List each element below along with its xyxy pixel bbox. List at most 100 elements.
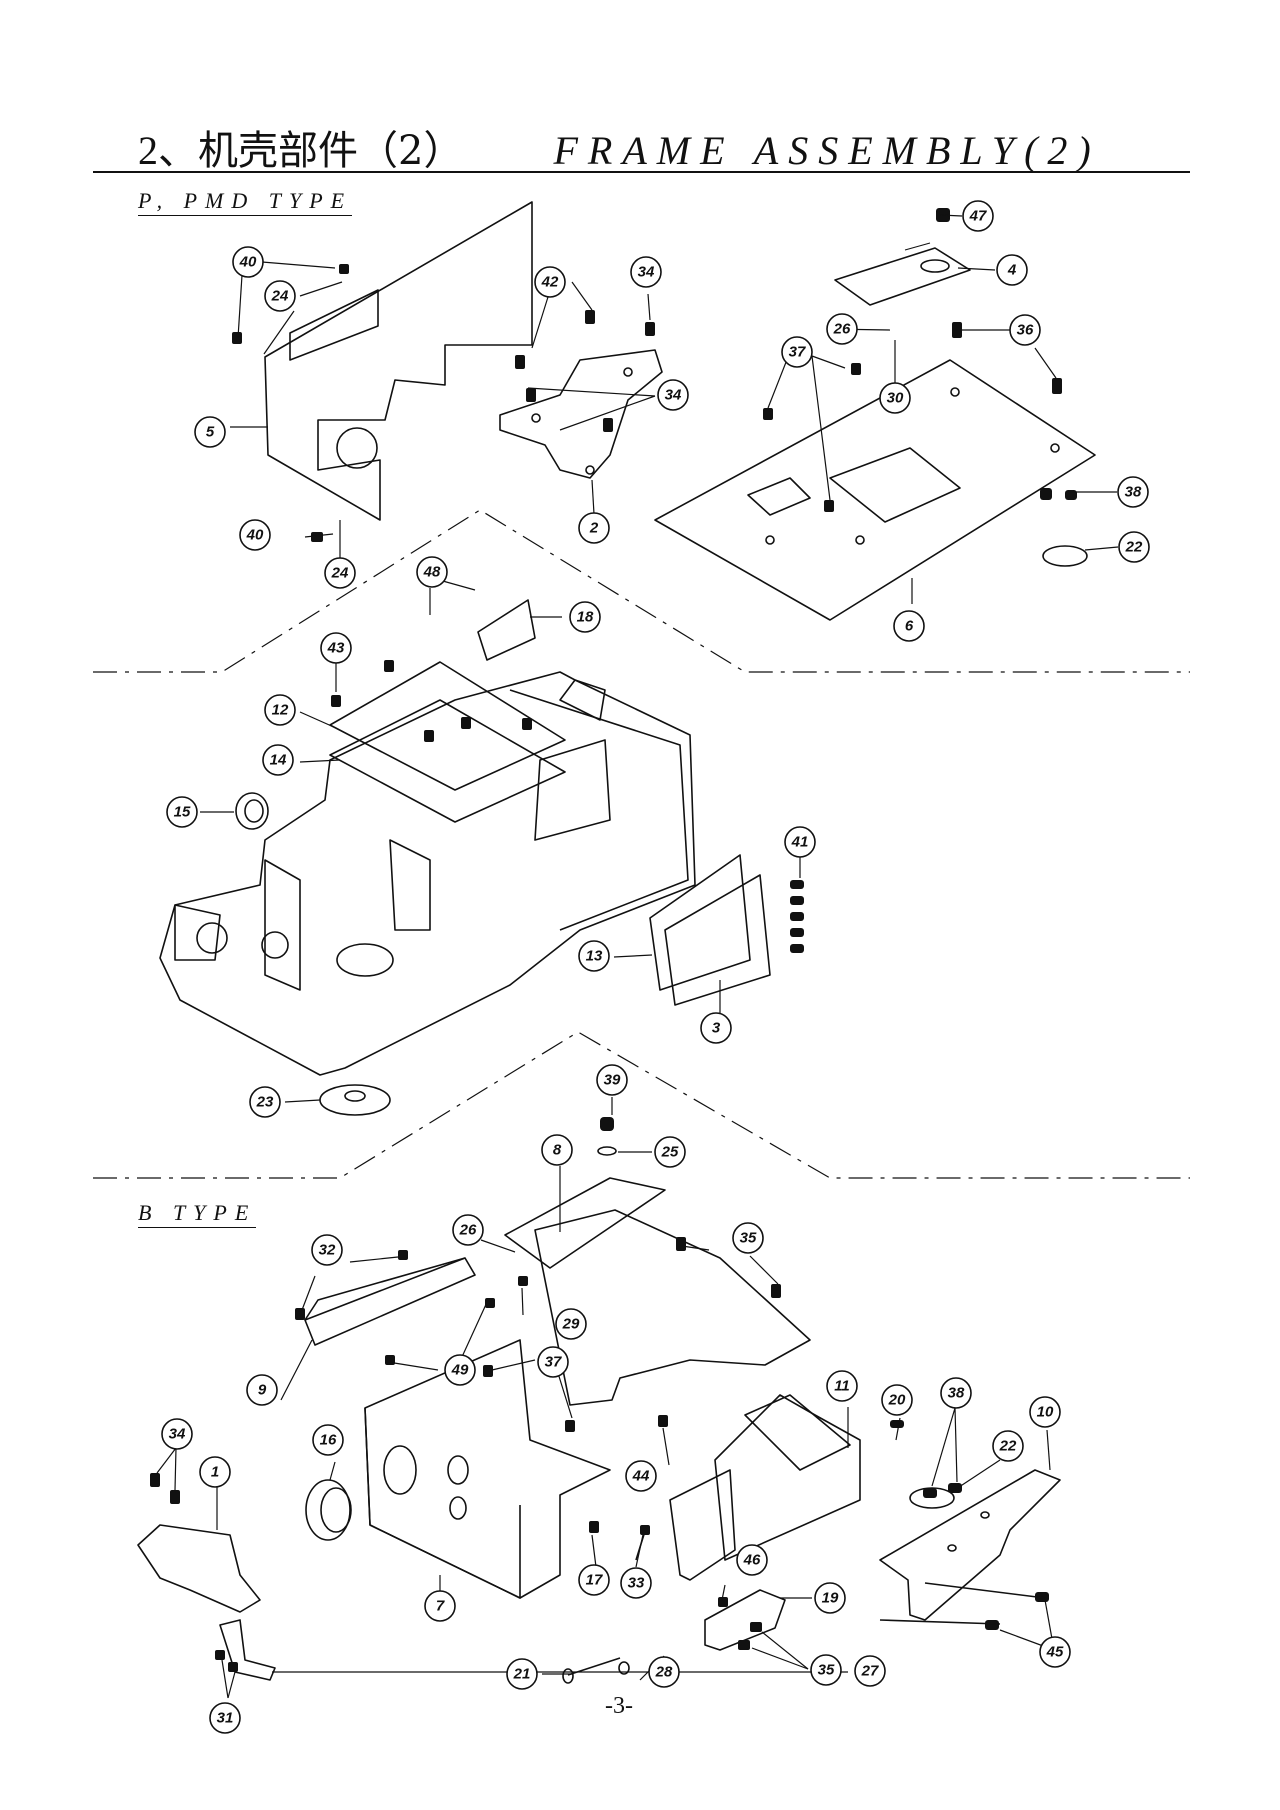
callout-6: 6 — [893, 610, 925, 642]
hinge-plate-part-22-upper — [1042, 545, 1088, 567]
callout-number: 18 — [577, 609, 594, 626]
callout-number: 34 — [638, 264, 655, 281]
callout-number: 7 — [436, 1598, 445, 1615]
callout-36: 36 — [1009, 314, 1041, 346]
callout-number: 21 — [513, 1666, 531, 1683]
callout-40: 40 — [232, 246, 264, 278]
callout-4: 4 — [996, 254, 1028, 286]
callout-number: 27 — [861, 1663, 879, 1680]
callout-12: 12 — [264, 694, 296, 726]
callout-number: 44 — [632, 1468, 650, 1485]
callout-number: 4 — [1007, 262, 1017, 279]
callout-number: 5 — [206, 424, 215, 441]
callout-number: 2 — [589, 520, 599, 537]
bed-plate-part-6 — [654, 359, 1096, 621]
callout-27: 27 — [854, 1655, 886, 1687]
callout-11: 11 — [826, 1370, 858, 1402]
callout-number: 33 — [628, 1575, 645, 1592]
bracket-part-10 — [879, 1469, 1061, 1621]
callout-16: 16 — [312, 1424, 344, 1456]
callout-number: 26 — [459, 1222, 477, 1239]
callout-15: 15 — [166, 796, 198, 828]
callout-number: 8 — [553, 1142, 562, 1159]
side-plate-part-13 — [649, 854, 751, 991]
callout-number: 38 — [948, 1385, 965, 1402]
callout-24: 24 — [324, 557, 356, 589]
callout-26: 26 — [452, 1214, 484, 1246]
callout-32: 32 — [311, 1234, 343, 1266]
bed-part-7 — [364, 1339, 611, 1599]
callout-38: 38 — [940, 1377, 972, 1409]
title-chinese: 机壳部件（2） — [198, 128, 464, 174]
callout-37: 37 — [537, 1346, 569, 1378]
callout-17: 17 — [578, 1564, 610, 1596]
callout-number: 23 — [256, 1094, 274, 1111]
callout-26: 26 — [826, 313, 858, 345]
guard-part-11 — [714, 1394, 861, 1561]
page-title: 2、机壳部件（2）FRAME ASSEMBLY(2) — [138, 118, 1101, 176]
callout-22: 22 — [992, 1430, 1024, 1462]
title-english: FRAME ASSEMBLY(2) — [553, 128, 1101, 173]
callout-34: 34 — [657, 379, 689, 411]
callout-48: 48 — [416, 556, 448, 588]
callout-number: 38 — [1125, 484, 1142, 501]
callout-45: 45 — [1039, 1636, 1071, 1668]
section-divider-upper — [93, 509, 1190, 673]
callout-18: 18 — [569, 601, 601, 633]
callout-number: 35 — [818, 1662, 835, 1679]
page-number: -3- — [605, 1693, 633, 1719]
callout-39: 39 — [596, 1064, 628, 1096]
callout-number: 42 — [541, 274, 559, 291]
callout-number: 24 — [271, 288, 289, 305]
callout-44: 44 — [625, 1460, 657, 1492]
section-p-pmd-type: P, PMD TYPE — [138, 188, 353, 216]
callout-number: 31 — [217, 1710, 234, 1727]
bracket-part-1 — [137, 1524, 261, 1613]
callout-23: 23 — [249, 1086, 281, 1118]
needle-plate-part-4 — [834, 242, 971, 306]
callout-number: 11 — [834, 1378, 850, 1395]
callout-number: 17 — [586, 1572, 603, 1589]
callout-number: 14 — [270, 752, 287, 769]
section-divider-lower — [93, 1031, 1190, 1179]
section-b-type: B TYPE — [138, 1200, 257, 1228]
gasket-part-14 — [329, 699, 566, 823]
machine-frame-body — [159, 671, 696, 1076]
callout-number: 13 — [586, 948, 603, 965]
callout-number: 34 — [665, 387, 682, 404]
callout-number: 41 — [791, 834, 809, 851]
callout-number: 37 — [545, 1354, 562, 1371]
callout-37: 37 — [781, 336, 813, 368]
callout-number: 49 — [451, 1362, 469, 1379]
callout-31: 31 — [209, 1702, 241, 1734]
callout-3: 3 — [700, 1012, 732, 1044]
callout-24: 24 — [264, 280, 296, 312]
callout-number: 48 — [423, 564, 441, 581]
callout-number: 30 — [887, 390, 904, 407]
callout-number: 45 — [1046, 1644, 1064, 1661]
callout-number: 20 — [888, 1392, 906, 1409]
side-cover-part-5 — [264, 201, 533, 521]
plate-part-8 — [504, 1177, 666, 1269]
callout-number: 40 — [239, 254, 257, 271]
callout-1: 1 — [199, 1456, 231, 1488]
callout-25: 25 — [654, 1136, 686, 1168]
callout-number: 10 — [1037, 1404, 1054, 1421]
pins-lower — [562, 1527, 1046, 1684]
oil-pan-part-23 — [319, 1084, 391, 1116]
callout-43: 43 — [320, 632, 352, 664]
screws-upper — [232, 208, 1077, 742]
title-rule — [93, 171, 1190, 173]
top-cover-part-12 — [329, 661, 566, 791]
callout-47: 47 — [962, 200, 994, 232]
callout-number: 43 — [327, 640, 345, 657]
screw-stack-41 — [790, 880, 804, 953]
callout-number: 1 — [211, 1464, 219, 1481]
callout-number: 9 — [258, 1382, 267, 1399]
callout-number: 22 — [1125, 539, 1143, 556]
callout-number: 29 — [562, 1316, 580, 1333]
callout-7: 7 — [424, 1590, 456, 1622]
callout-number: 25 — [661, 1144, 679, 1161]
